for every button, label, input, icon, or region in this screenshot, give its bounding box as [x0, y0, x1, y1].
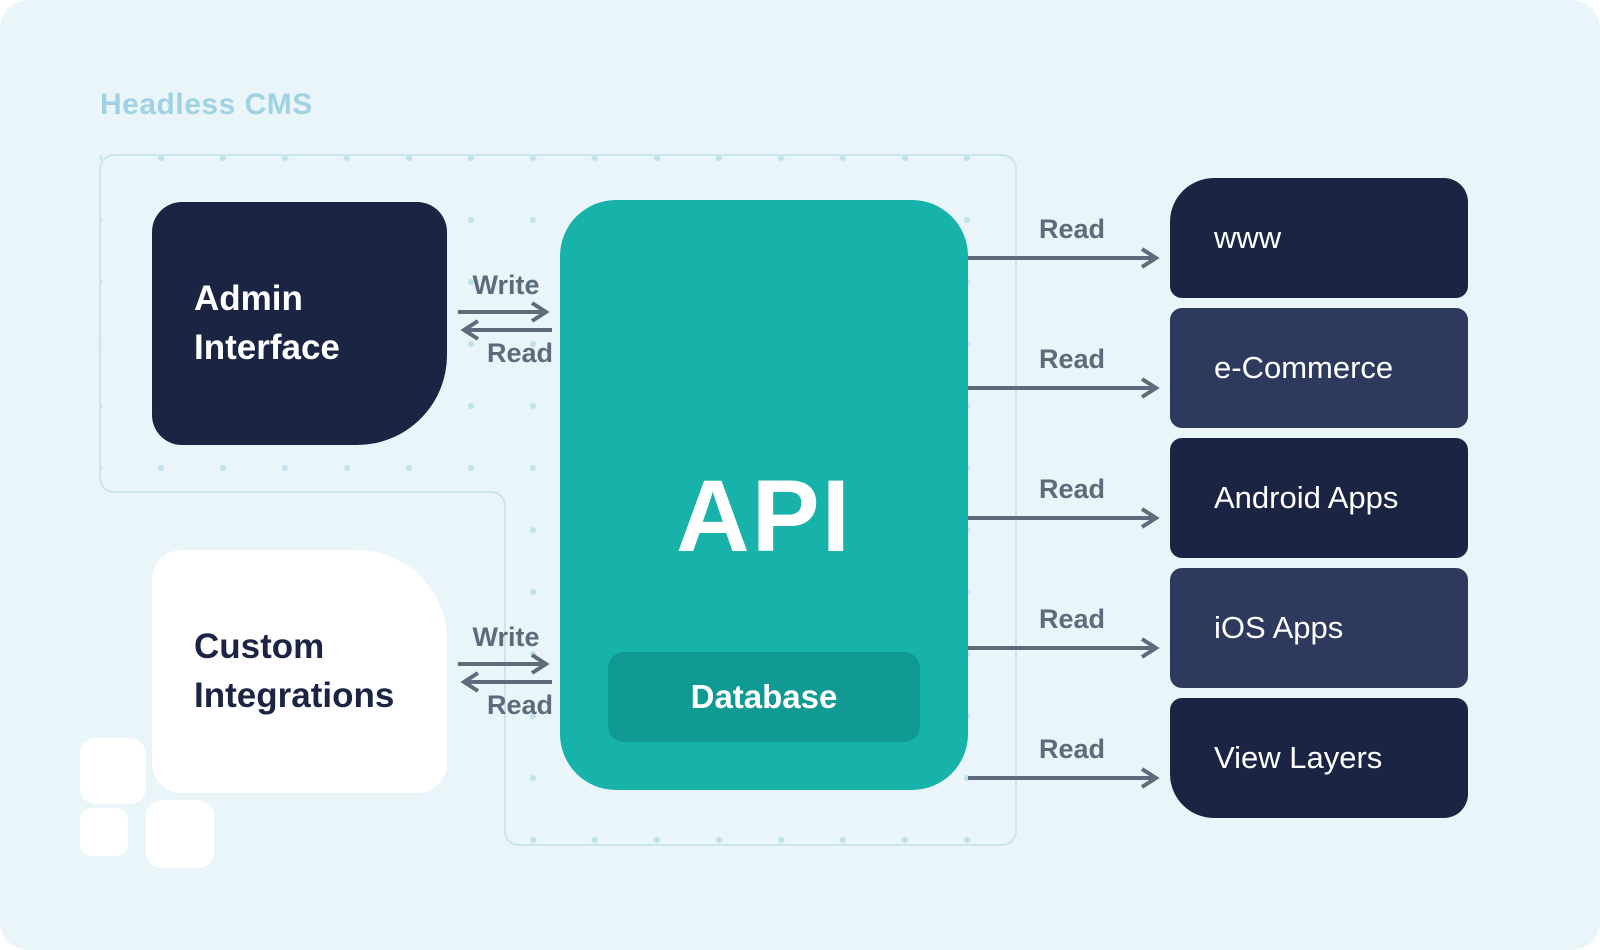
consumer-box-www: www	[1170, 178, 1468, 298]
admin-interface-box: Admin Interface	[152, 202, 447, 445]
admin-read-label: Read	[486, 338, 554, 368]
consumer-box-viewlayers: View Layers	[1170, 698, 1468, 818]
read-label-android: Read	[1038, 474, 1106, 504]
consumer-label-viewlayers: View Layers	[1214, 740, 1383, 775]
read-label-www: Read	[1038, 214, 1106, 244]
custom-write-label: Write	[472, 622, 540, 652]
diagram-title: Headless CMS	[100, 88, 313, 121]
consumer-label-www: www	[1214, 220, 1282, 255]
custom-read-label: Read	[486, 690, 554, 720]
api-box: API Database	[560, 200, 968, 790]
admin-interface-label: Admin Interface	[194, 279, 340, 367]
custom-integrations-label: Custom Integrations	[194, 627, 395, 715]
consumer-label-ecommerce: e-Commerce	[1214, 350, 1394, 385]
consumer-box-android: Android Apps	[1170, 438, 1468, 558]
read-label-viewlayers: Read	[1038, 734, 1106, 764]
consumer-box-ios: iOS Apps	[1170, 568, 1468, 688]
read-label-ecommerce: Read	[1038, 344, 1106, 374]
consumer-label-ios: iOS Apps	[1214, 610, 1344, 645]
decor-square	[146, 800, 214, 868]
custom-integrations-box: Custom Integrations	[152, 550, 447, 793]
admin-write-label: Write	[472, 270, 540, 300]
consumer-label-android: Android Apps	[1214, 480, 1399, 515]
consumer-box-ecommerce: e-Commerce	[1170, 308, 1468, 428]
api-label: API	[675, 459, 853, 573]
database-box: Database	[608, 652, 920, 742]
database-label: Database	[690, 678, 838, 715]
decor-square	[80, 808, 128, 856]
read-label-ios: Read	[1038, 604, 1106, 634]
decor-square	[80, 738, 146, 804]
